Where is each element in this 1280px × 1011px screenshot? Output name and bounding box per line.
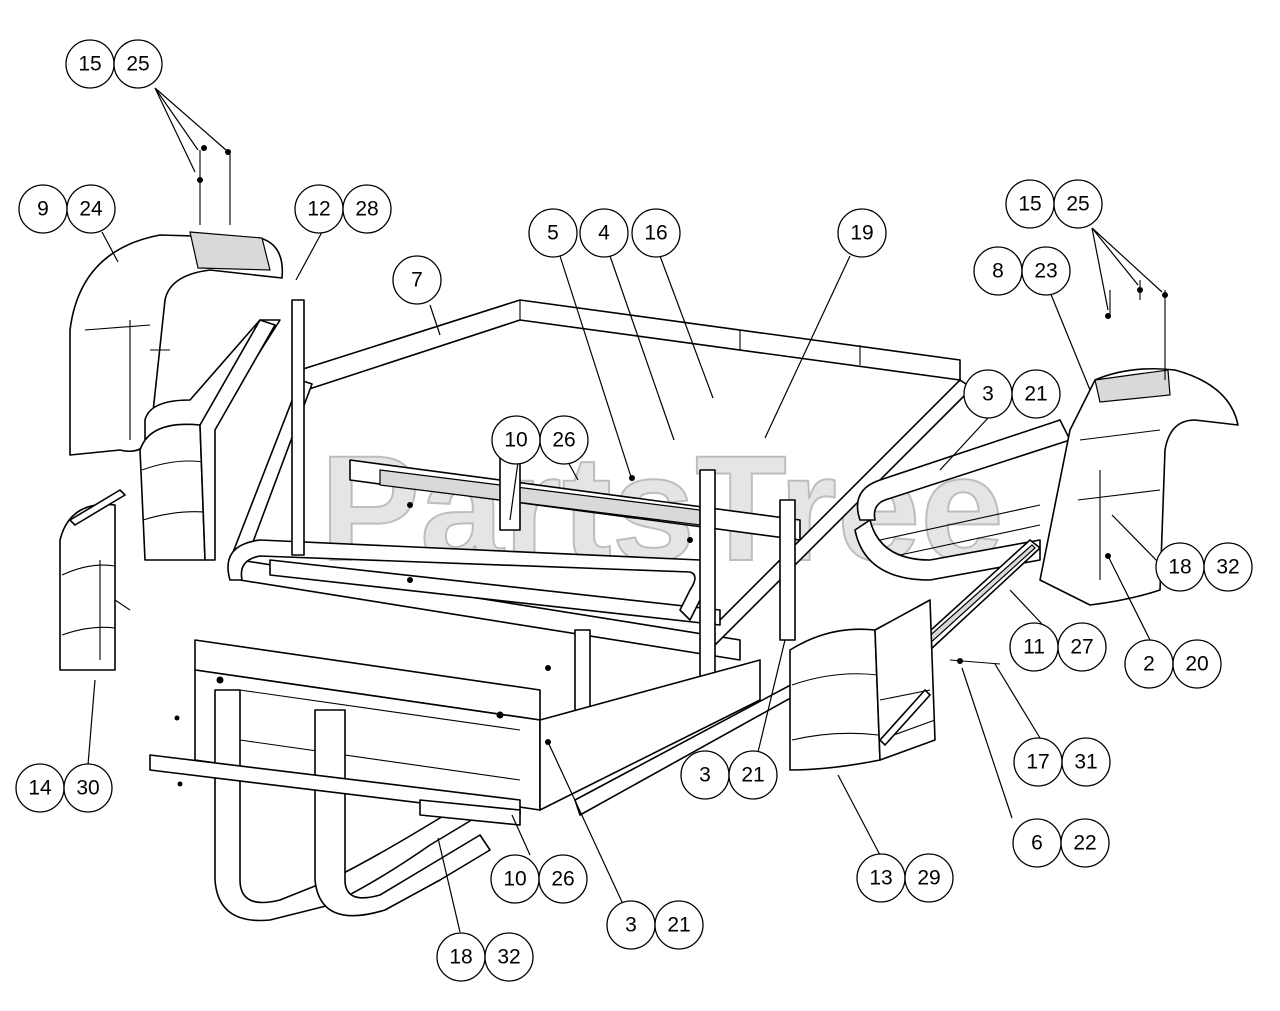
svg-text:4: 4 xyxy=(598,222,610,245)
callout-2-20: 2 20 xyxy=(1124,639,1222,689)
callout-3-21-upper: 3 21 xyxy=(963,369,1061,419)
svg-text:3: 3 xyxy=(699,764,711,787)
svg-text:26: 26 xyxy=(552,429,575,452)
svg-text:6: 6 xyxy=(1031,832,1043,855)
svg-text:32: 32 xyxy=(1216,556,1239,579)
callout-5: 5 xyxy=(528,208,578,258)
svg-text:17: 17 xyxy=(1026,751,1049,774)
svg-text:20: 20 xyxy=(1185,653,1208,676)
callout-17-31: 17 31 xyxy=(1013,737,1111,787)
svg-text:31: 31 xyxy=(1074,751,1097,774)
svg-text:14: 14 xyxy=(28,777,52,800)
svg-text:21: 21 xyxy=(1024,383,1047,406)
svg-text:3: 3 xyxy=(982,383,994,406)
left-bumper-drawing xyxy=(59,319,276,671)
svg-text:24: 24 xyxy=(79,198,103,221)
svg-text:15: 15 xyxy=(78,53,101,76)
callout-12-28: 12 28 xyxy=(294,184,392,234)
svg-text:23: 23 xyxy=(1034,260,1057,283)
svg-text:16: 16 xyxy=(644,222,667,245)
svg-text:8: 8 xyxy=(992,260,1004,283)
svg-text:25: 25 xyxy=(1066,193,1089,216)
callout-3-21-center: 3 21 xyxy=(680,750,778,800)
callout-4: 4 xyxy=(579,208,629,258)
svg-text:11: 11 xyxy=(1023,636,1045,659)
svg-text:12: 12 xyxy=(307,198,330,221)
svg-text:21: 21 xyxy=(741,764,764,787)
svg-text:18: 18 xyxy=(1168,556,1191,579)
leader-lines xyxy=(87,87,1163,933)
svg-text:30: 30 xyxy=(76,777,99,800)
callout-15-25-right: 15 25 xyxy=(1005,179,1103,229)
svg-text:25: 25 xyxy=(126,53,149,76)
svg-text:26: 26 xyxy=(551,868,574,891)
callout-6-22: 6 22 xyxy=(1012,818,1110,868)
svg-text:13: 13 xyxy=(869,867,892,890)
callouts: 15 25 9 24 12 28 7 5 4 16 19 xyxy=(15,39,1253,982)
callout-10-26-bottom: 10 26 xyxy=(490,854,588,904)
callout-16: 16 xyxy=(631,208,681,258)
callout-9-24: 9 24 xyxy=(18,184,116,234)
svg-text:5: 5 xyxy=(547,222,559,245)
cart-frame-drawing xyxy=(149,299,1071,922)
svg-text:28: 28 xyxy=(355,198,378,221)
svg-text:19: 19 xyxy=(850,222,873,245)
svg-text:9: 9 xyxy=(37,198,49,221)
svg-text:10: 10 xyxy=(504,429,527,452)
svg-text:32: 32 xyxy=(497,946,520,969)
svg-text:2: 2 xyxy=(1143,653,1155,676)
svg-text:10: 10 xyxy=(503,868,526,891)
callout-19: 19 xyxy=(837,208,887,258)
svg-text:3: 3 xyxy=(625,914,637,937)
callout-13-29: 13 29 xyxy=(856,853,954,903)
callout-18-32-right: 18 32 xyxy=(1155,542,1253,592)
left-upper-fender-drawing xyxy=(69,145,284,456)
svg-text:7: 7 xyxy=(411,269,423,292)
svg-text:22: 22 xyxy=(1073,832,1096,855)
callout-7: 7 xyxy=(392,255,442,305)
callout-18-32-bottom: 18 32 xyxy=(436,932,534,982)
callout-8-23: 8 23 xyxy=(973,246,1071,296)
callout-14-30: 14 30 xyxy=(15,763,113,813)
svg-text:21: 21 xyxy=(667,914,690,937)
svg-text:18: 18 xyxy=(449,946,472,969)
right-fender-drawing xyxy=(1039,280,1239,606)
callout-3-21-bottom: 3 21 xyxy=(606,900,704,950)
svg-text:29: 29 xyxy=(917,867,940,890)
svg-text:15: 15 xyxy=(1018,193,1041,216)
callout-11-27: 11 27 xyxy=(1009,622,1107,672)
callout-15-25: 15 25 xyxy=(65,39,163,89)
callout-10-26-center: 10 26 xyxy=(491,415,589,465)
svg-text:27: 27 xyxy=(1070,636,1093,659)
